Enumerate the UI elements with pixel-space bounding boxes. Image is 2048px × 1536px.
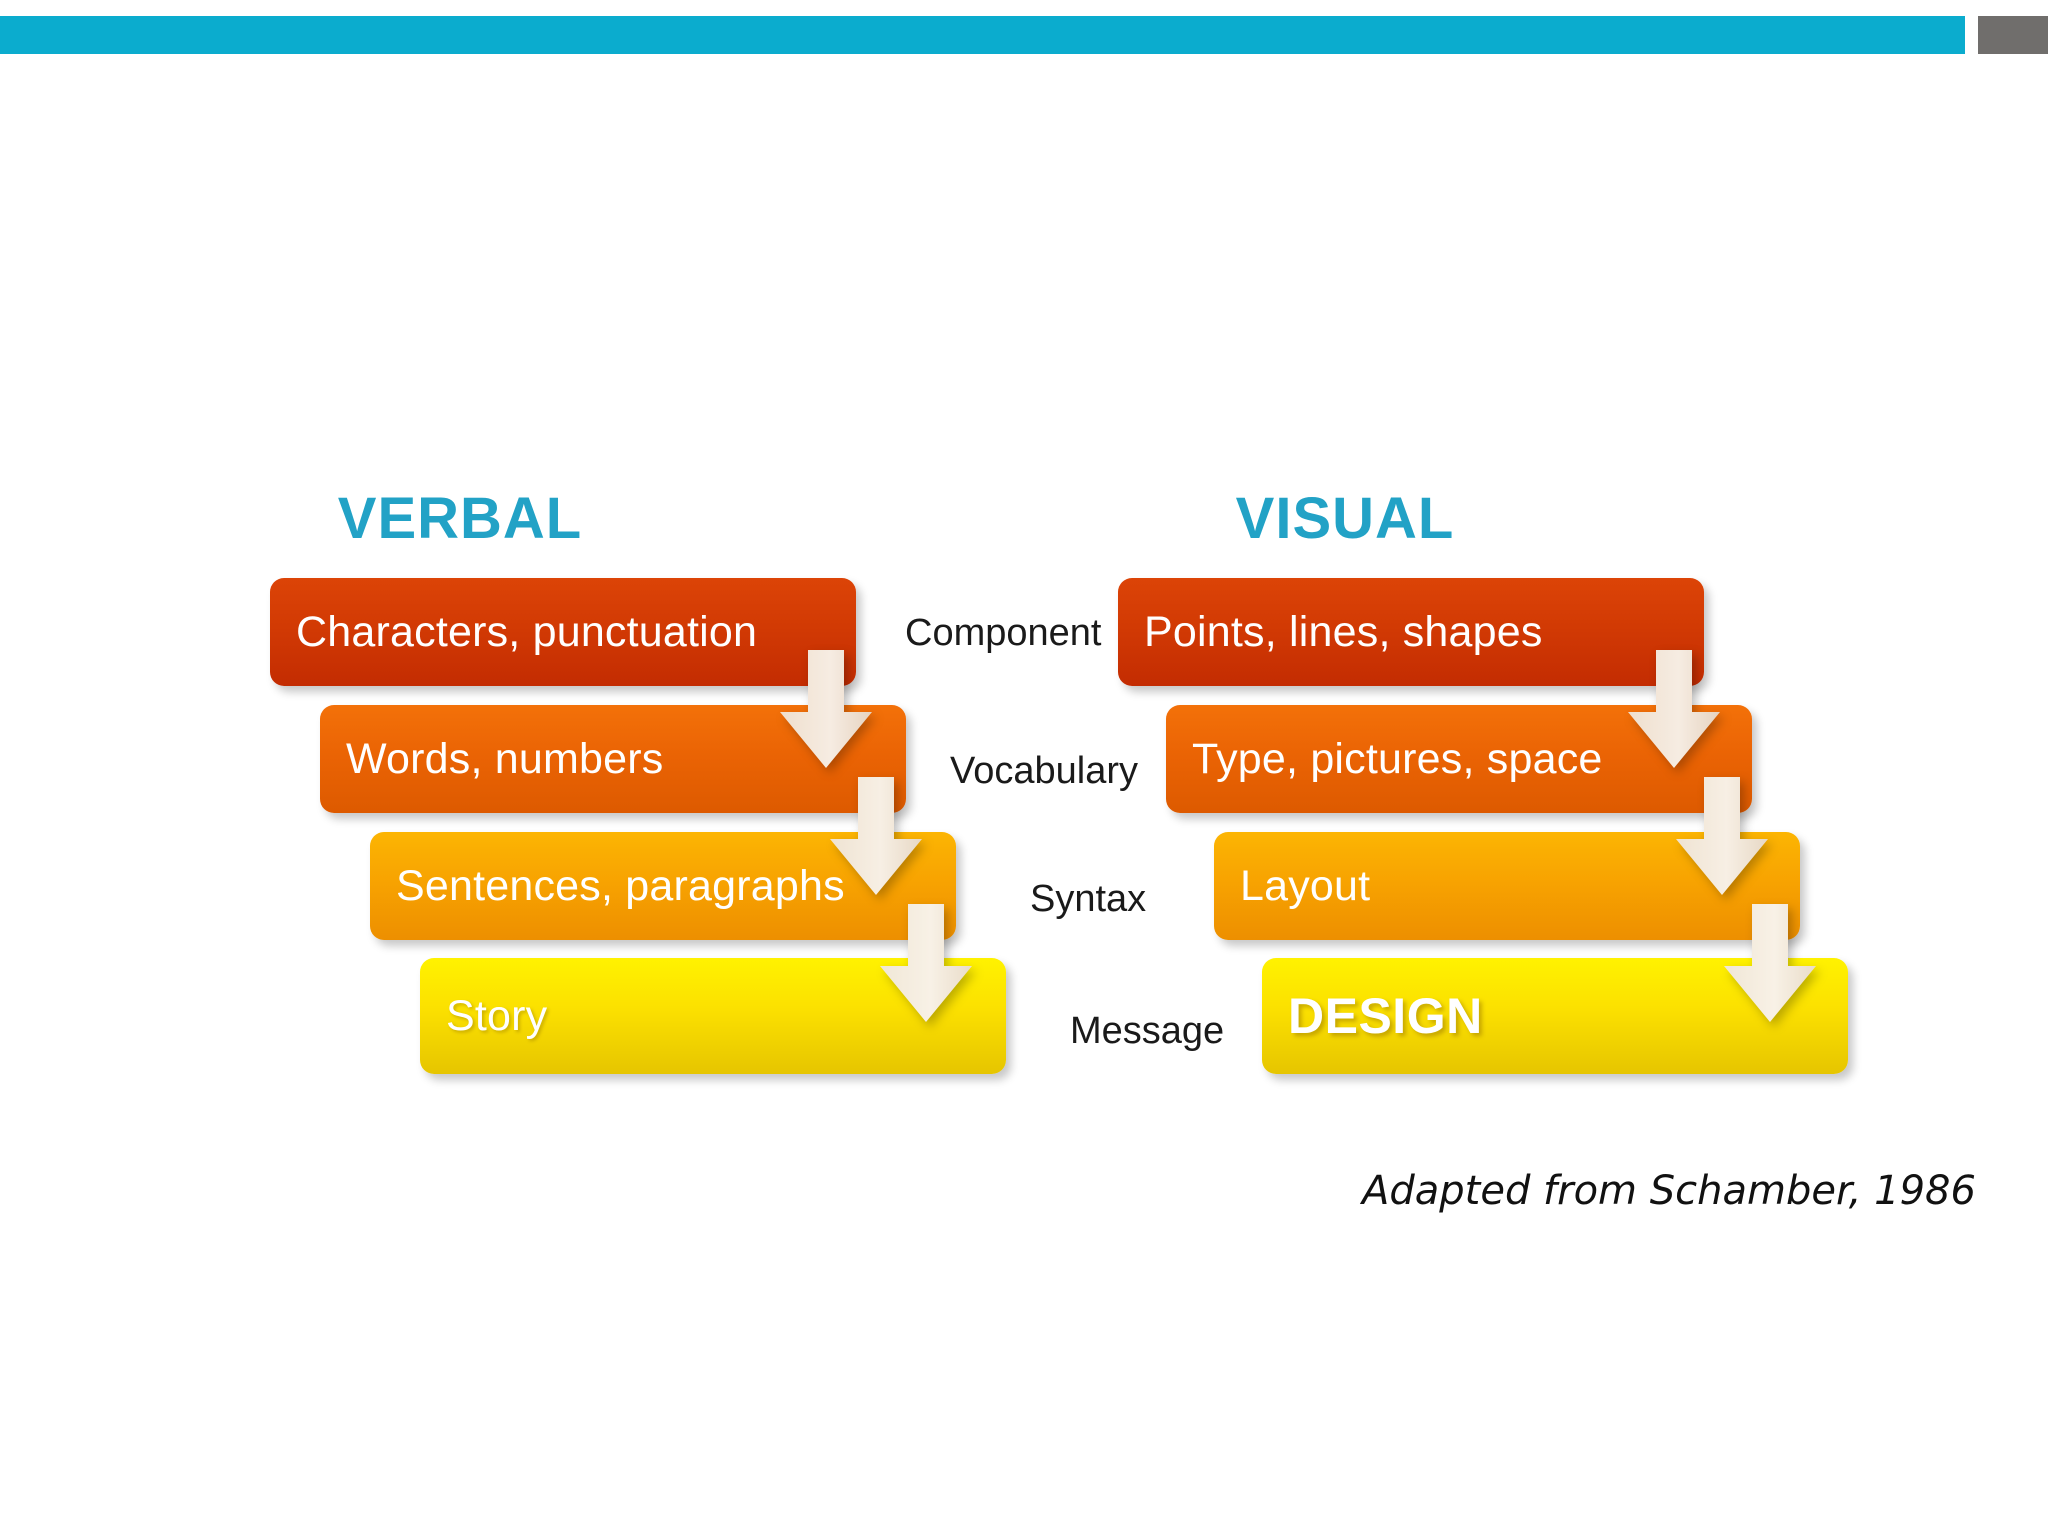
verbal-bar-vocabulary[interactable]: Words, numbers bbox=[320, 705, 906, 813]
visual-bar-message[interactable]: DESIGN bbox=[1262, 958, 1848, 1074]
column-heading-verbal: VERBAL bbox=[337, 486, 583, 551]
stage-label-message: Message bbox=[1070, 1010, 1225, 1052]
verbal-bar-message-label: Story bbox=[446, 991, 548, 1040]
visual-bar-vocabulary-label: Type, pictures, space bbox=[1192, 734, 1603, 783]
visual-bar-component-label: Points, lines, shapes bbox=[1144, 607, 1543, 656]
verbal-bar-message[interactable]: Story bbox=[420, 958, 1006, 1074]
verbal-bar-syntax-label: Sentences, paragraphs bbox=[396, 861, 845, 910]
top-corner-block bbox=[1978, 16, 2048, 54]
top-accent-bar bbox=[0, 16, 1965, 54]
visual-bar-syntax[interactable]: Layout bbox=[1214, 832, 1800, 940]
column-heading-visual: VISUAL bbox=[1235, 486, 1455, 551]
stage-label-syntax: Syntax bbox=[1030, 878, 1147, 920]
stage-label-component: Component bbox=[905, 612, 1102, 654]
verbal-bar-component[interactable]: Characters, punctuation bbox=[270, 578, 856, 686]
visual-bar-vocabulary[interactable]: Type, pictures, space bbox=[1166, 705, 1752, 813]
stage-label-vocabulary: Vocabulary bbox=[950, 750, 1139, 792]
verbal-bar-component-label: Characters, punctuation bbox=[296, 607, 758, 656]
verbal-bar-syntax[interactable]: Sentences, paragraphs bbox=[370, 832, 956, 940]
visual-bar-syntax-label: Layout bbox=[1240, 861, 1371, 910]
verbal-bar-vocabulary-label: Words, numbers bbox=[346, 734, 664, 783]
visual-bar-component[interactable]: Points, lines, shapes bbox=[1118, 578, 1704, 686]
visual-bar-message-label: DESIGN bbox=[1288, 988, 1483, 1044]
attribution-text: Adapted from Schamber, 1986 bbox=[1362, 1168, 1976, 1214]
